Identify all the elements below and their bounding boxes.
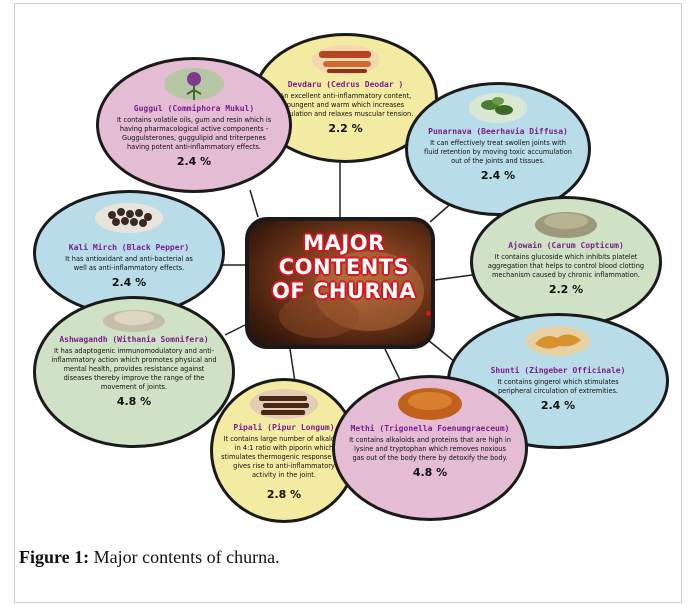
ajowain-title: Ajowain (Carum Copticum) xyxy=(473,241,659,251)
ashwagandh-powder-image xyxy=(102,305,166,333)
devdaru-title: Devdaru (Cedrus Deodar ) xyxy=(256,80,435,90)
red-dot xyxy=(426,311,431,316)
methi-title: Methi (Trigonella Foenumgraeceum) xyxy=(335,424,525,434)
methi-fenugreek-image xyxy=(397,386,463,422)
ashwagandh-percentage: 4.8 % xyxy=(36,395,232,408)
ajowain-description: It contains glucoside which inhibits pla… xyxy=(473,253,659,280)
guggul-flower-image xyxy=(163,66,225,102)
figure-caption-text: Major contents of churna. xyxy=(89,547,279,567)
punarnava-leaves-image xyxy=(468,91,528,125)
guggul-description: It contains volatile oils, gum and resin… xyxy=(99,116,289,152)
ashwagandh-description: It has adaptogenic immunomodulatory and … xyxy=(36,347,232,392)
connector-ashwagandh xyxy=(225,325,245,335)
punarnava-description: It can effectively treat swollen joints … xyxy=(408,139,588,166)
shunti-title: Shunti (Zingeber Officinale) xyxy=(450,366,666,376)
punarnava-percentage: 2.4 % xyxy=(408,169,588,182)
kali-mirch-pepper-image xyxy=(94,201,164,235)
pipali-percentage: 2.8 % xyxy=(213,488,355,501)
connector-pipali xyxy=(290,349,295,382)
devdaru-bark-image xyxy=(311,42,381,78)
ajowain-seeds-image xyxy=(534,207,598,239)
center-title: MAJOR CONTENTS OF CHURNA xyxy=(259,231,429,303)
churna-diagram: Devdaru (Cedrus Deodar ) An excellent an… xyxy=(0,0,694,540)
ajowain-percentage: 2.2 % xyxy=(473,283,659,296)
kali-mirch-title: Kali Mirch (Black Pepper) xyxy=(36,243,222,253)
connector-guggul xyxy=(250,190,258,217)
methi-description: It contains alkaloids and proteins that … xyxy=(335,436,525,463)
figure-label: Figure 1: xyxy=(19,547,89,567)
pipali-long-pepper-image xyxy=(249,387,319,421)
kali-mirch-percentage: 2.4 % xyxy=(36,276,222,289)
connector-methi xyxy=(385,349,400,380)
figure-caption: Figure 1: Major contents of churna. xyxy=(19,547,280,568)
connector-ajowain xyxy=(435,275,472,280)
node-guggul: Guggul (Commiphora Mukul) It contains vo… xyxy=(96,57,292,193)
connector-shunti xyxy=(428,340,455,362)
kali-mirch-description: It has antioxidant and anti-bacterial as… xyxy=(36,255,222,273)
methi-percentage: 4.8 % xyxy=(335,466,525,479)
punarnava-title: Punarnava (Beerhavia Diffusa) xyxy=(408,127,588,137)
center-title-box: MAJOR CONTENTS OF CHURNA xyxy=(245,217,435,349)
node-ajowain: Ajowain (Carum Copticum) It contains glu… xyxy=(470,196,662,328)
shunti-ginger-image xyxy=(525,324,591,358)
guggul-percentage: 2.4 % xyxy=(99,155,289,168)
ashwagandh-title: Ashwagandh (Withania Somnifera) xyxy=(36,335,232,345)
guggul-title: Guggul (Commiphora Mukul) xyxy=(99,104,289,114)
node-methi: Methi (Trigonella Foenumgraeceum) It con… xyxy=(332,375,528,521)
node-ashwagandh: Ashwagandh (Withania Somnifera) It has a… xyxy=(33,296,235,448)
